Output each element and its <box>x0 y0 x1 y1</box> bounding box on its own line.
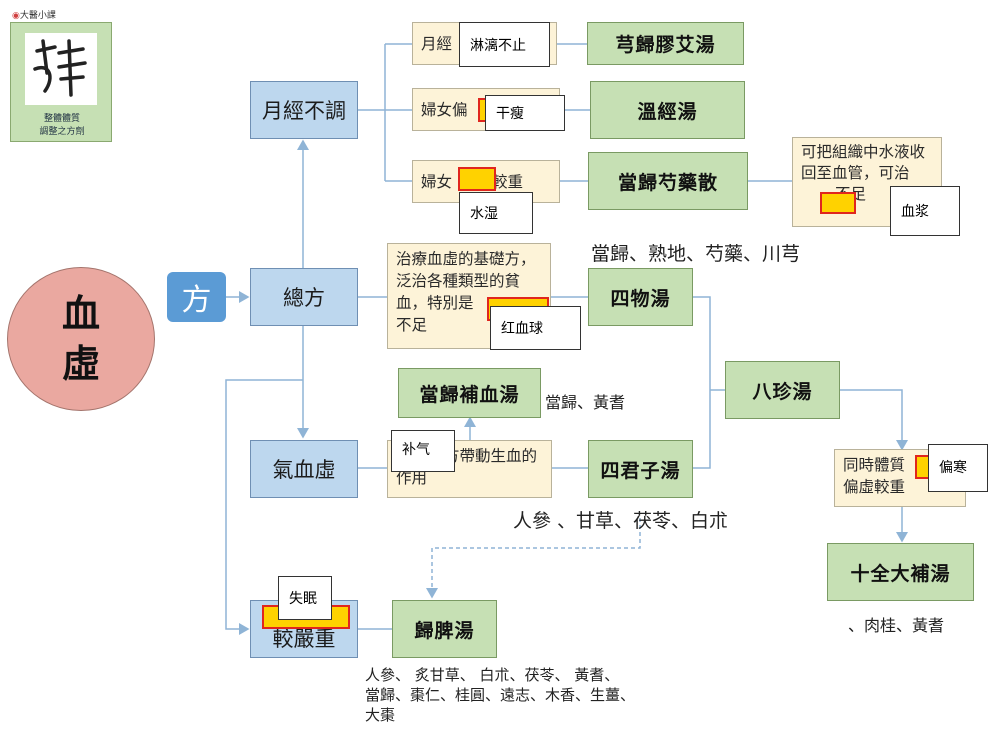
answer-label-3: 水湿 <box>459 192 533 234</box>
ingredients-siwu: 當歸、熟地、芍藥、川芎 <box>591 243 801 265</box>
note-cold-line-b: 偏虛較重 <box>843 478 906 496</box>
note-qi-blood-text: 方帶動生血的作用 <box>396 447 538 487</box>
highlight-blank-3 <box>458 167 496 191</box>
note-menstrual-1-text: 月經 <box>421 34 453 53</box>
formula-shiquandabu: 十全大補湯 <box>827 543 974 601</box>
ingredients-guipi-1: 人參、 炙甘草、 白朮、茯苓、 黃耆、 <box>365 666 620 684</box>
answer-label-2: 干瘦 <box>485 95 565 131</box>
answer-label-5: 补气 <box>391 430 455 472</box>
category-severe-label: 較嚴重 <box>272 627 336 651</box>
note-plasma-text: 可把組織中水液收回至血管，可治 <box>801 143 926 182</box>
note-menstrual-2-text: 婦女偏 <box>421 100 468 119</box>
ingredients-buxue: 當歸、黃耆 <box>545 393 626 412</box>
main-topic-line-2: 虛 <box>61 341 100 386</box>
logo-mark-icon: ◉ <box>12 11 20 21</box>
logo-caption-2: 調整之方劑 <box>39 127 85 137</box>
formula-wenjing: 溫經湯 <box>590 81 745 139</box>
logo-caption-1: 整體體質 <box>43 114 80 124</box>
logo-top-text: ◉大醫小課 <box>12 11 56 21</box>
highlight-blank-6 <box>820 192 856 214</box>
note-plasma: 可把組織中水液收回至血管，可治不足 <box>792 137 942 227</box>
note-cold-line-a: 同時體質 <box>843 456 906 474</box>
formula-guipi: 歸脾湯 <box>392 600 497 658</box>
answer-label-7: 偏寒 <box>928 444 988 492</box>
formula-bazhen: 八珍湯 <box>725 361 840 419</box>
answer-label-1: 淋漓不止 <box>459 22 550 67</box>
formula-xiongguijiaoai: 芎歸膠艾湯 <box>587 22 744 65</box>
note-menstrual-3-text-b: 較重 <box>492 172 524 191</box>
note-menstrual-3-text-a: 婦女 <box>421 172 453 191</box>
category-general: 總方 <box>250 268 358 326</box>
category-menstrual: 月經不調 <box>250 81 358 139</box>
formula-dangguishaoyao: 當歸芍藥散 <box>588 152 748 210</box>
note-general-text: 治療血虛的基礎方，泛治各種類型的貧血，特別是 <box>396 250 536 312</box>
logo-inner <box>25 33 97 105</box>
ingredients-shiquan: 、肉桂、黃耆 <box>848 616 945 635</box>
answer-label-6: 血浆 <box>890 186 960 236</box>
fang-label: 方 <box>167 272 226 322</box>
ingredients-sijunzi: 人參 、甘草、茯苓、白朮 <box>513 510 729 532</box>
note-general-end: 不足 <box>396 316 428 334</box>
logo-badge: 整體體質 調整之方劑 <box>10 22 112 142</box>
formula-dangguibuxue: 當歸補血湯 <box>398 368 541 418</box>
main-topic-line-1: 血 <box>61 291 100 336</box>
ingredients-guipi-2: 當歸、棗仁、桂圓、遠志、木香、生薑、 <box>365 686 636 704</box>
answer-label-4: 红血球 <box>490 306 581 350</box>
answer-label-8: 失眠 <box>278 576 332 620</box>
main-topic-circle: 血 虛 <box>7 267 155 411</box>
formula-siwu: 四物湯 <box>588 268 693 326</box>
formula-sijunzi: 四君子湯 <box>588 440 693 498</box>
category-qi-blood: 氣血虛 <box>250 440 358 498</box>
calligraphy-logo-icon <box>33 39 87 97</box>
ingredients-guipi-3: 大棗 <box>365 706 396 724</box>
note-general: 治療血虛的基礎方，泛治各種類型的貧血，特別是 不足 <box>387 243 551 349</box>
